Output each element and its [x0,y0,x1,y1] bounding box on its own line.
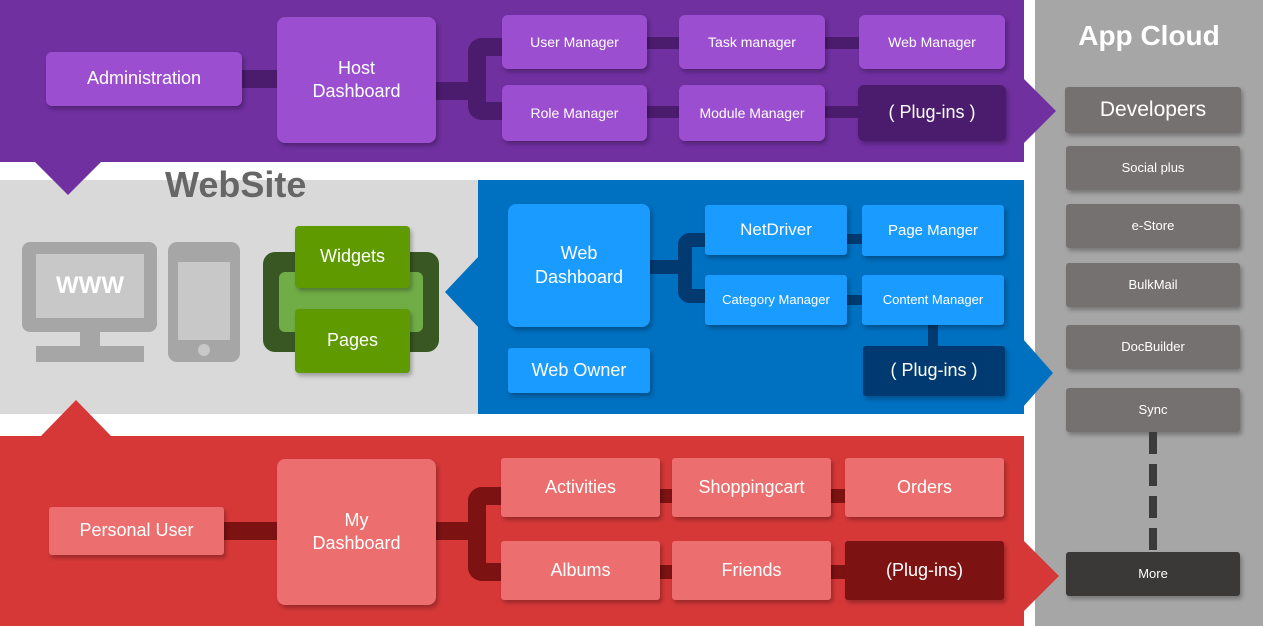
shoppingcart-box[interactable]: Shoppingcart [672,458,831,517]
cloud-item[interactable]: DocBuilder [1066,325,1240,369]
pages-box[interactable]: Pages [295,309,410,373]
cloud-item[interactable]: BulkMail [1066,263,1240,307]
user-plugins-box[interactable]: (Plug-ins) [845,541,1004,600]
personal-user-box[interactable]: Personal User [49,507,224,555]
admin-connector [645,37,681,49]
widgets-box[interactable]: Widgets [295,226,410,288]
admin-connector [645,106,681,118]
user-connector [658,489,674,503]
module-manager-box[interactable]: Module Manager [679,85,825,141]
sync-more-dash [1149,528,1157,550]
user-connector [829,565,847,579]
web-dashboard-box[interactable]: Web Dashboard [508,204,650,327]
web-right-arrow [1023,339,1053,407]
website-title: WebSite [165,164,307,205]
web-connector [678,233,708,303]
cloud-item[interactable]: e-Store [1066,204,1240,248]
sync-more-dash [1149,432,1157,454]
friends-box[interactable]: Friends [672,541,831,600]
admin-connector [468,38,504,120]
task-manager-box[interactable]: Task manager [679,15,825,69]
page-manager-box[interactable]: Page Manger [862,205,1004,256]
sync-more-dash [1149,464,1157,486]
albums-box[interactable]: Albums [501,541,660,600]
admin-plugins-box[interactable]: ( Plug-ins ) [858,85,1006,141]
role-manager-box[interactable]: Role Manager [502,85,647,141]
cloud-item[interactable]: Sync [1066,388,1240,432]
content-manager-box[interactable]: Content Manager [862,275,1004,325]
web-connector [928,324,938,348]
user-connector [829,489,847,503]
admin-down-arrow [34,161,102,195]
www-label: WWW [56,272,124,299]
admin-connector [823,37,861,49]
user-connector [434,522,472,540]
web-connector [648,260,680,274]
web-manager-box[interactable]: Web Manager [859,15,1005,69]
developers-box[interactable]: Developers [1065,87,1241,133]
web-left-arrow [445,256,479,328]
sync-more-dash [1149,496,1157,518]
user-connector [222,522,280,540]
my-dashboard-box[interactable]: My Dashboard [277,459,436,605]
administration-box[interactable]: Administration [46,52,242,106]
cloud-item[interactable]: Social plus [1066,146,1240,190]
web-owner-box[interactable]: Web Owner [508,348,650,393]
monitor-icon: WWW [22,242,158,366]
user-up-arrow [40,400,112,437]
activities-box[interactable]: Activities [501,458,660,517]
orders-box[interactable]: Orders [845,458,1004,517]
admin-right-arrow [1023,78,1056,144]
user-right-arrow [1023,540,1059,612]
admin-connector [823,106,861,118]
web-connector [846,234,864,244]
more-box[interactable]: More [1066,552,1240,596]
user-connector [468,487,504,581]
user-manager-box[interactable]: User Manager [502,15,647,69]
netdriver-box[interactable]: NetDriver [705,205,847,255]
host-dashboard-box[interactable]: Host Dashboard [277,17,436,143]
phone-icon [168,242,240,362]
admin-connector [240,70,280,88]
category-manager-box[interactable]: Category Manager [705,275,847,325]
app-cloud-title: App Cloud [1078,20,1220,51]
user-connector [658,565,674,579]
web-plugins-box[interactable]: ( Plug-ins ) [863,346,1005,396]
web-connector [846,295,864,305]
admin-connector [434,82,470,100]
